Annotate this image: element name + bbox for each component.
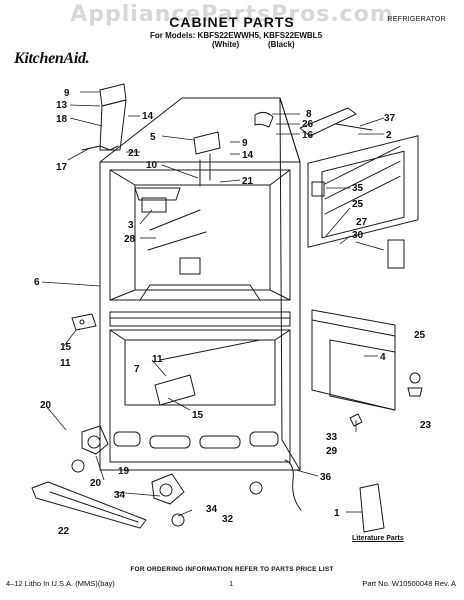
callout-label: 22 [58,526,70,537]
callout-label: 17 [56,162,68,173]
callout-label: 20 [90,478,102,489]
callout-label: 34 [206,504,218,515]
callout-label: 7 [134,364,140,375]
category-label: REFRIGERATOR [387,16,446,23]
callout-label: 26 [302,119,314,130]
callout-label: 21 [128,148,140,159]
callout-label: 30 [352,230,364,241]
callout-label: 11 [60,358,71,369]
callout-label: 21 [242,176,254,187]
watermark-text: AppliancePartsPros.com [70,2,394,27]
callout-label: 8 [306,109,312,120]
callout-label: 19 [118,466,130,477]
callout-label: 9 [242,138,248,149]
callout-label: 25 [414,330,426,341]
callout-label: 13 [56,100,68,111]
handle-part-2 [299,107,357,137]
callout-numbers: 9 13 14 18 17 21 5 9 14 10 3 28 21 8 26 … [34,88,432,537]
callout-label: 27 [356,217,368,228]
callout-label: 23 [420,420,432,431]
variant-black: (Black) [268,40,295,49]
callout-label: 1 [334,508,340,519]
page-title: CABINET PARTS [169,14,295,30]
callout-label: 18 [56,114,68,125]
callout-label: 14 [242,150,254,161]
literature-parts-label: Literature Parts [352,535,404,542]
light-housing-part-3 [141,197,167,213]
callout-label: 11 [152,354,163,365]
callout-label: 2 [386,130,392,141]
callout-label: 15 [60,342,72,353]
literature-book-part-1 [359,483,385,533]
callout-label: 15 [192,410,204,421]
ordering-note: FOR ORDERING INFORMATION REFER TO PARTS … [130,566,334,573]
roller-assembly-part-19 [81,425,109,455]
brand-logo: KitchenAid. [14,50,90,67]
variant-white: (White) [212,40,240,49]
callout-label: 25 [352,199,364,210]
models-line: For Models: KBFS22EWWH5, KBFS22EWBL5 [150,31,323,40]
footer-litho: 4–12 Litho In U.S.A. (MMS)(bay) [6,579,115,588]
callout-label: 34 [114,490,126,501]
hinge-part-5 [193,131,221,155]
callout-label: 28 [124,234,136,245]
callout-label: 37 [384,113,396,124]
cabinet-drawing [31,83,423,533]
callout-label: 3 [128,220,134,231]
callout-label: 16 [302,130,314,141]
callout-label: 9 [64,88,70,99]
footer-page-number: 1 [229,579,234,588]
callout-label: 20 [40,400,52,411]
top-hinge-part-13 [99,83,127,107]
toe-grille-part-22 [31,481,147,529]
callout-label: 36 [320,472,332,483]
callout-label: 14 [142,111,154,122]
callout-label: 6 [34,277,40,288]
callout-label: 32 [222,514,234,525]
callout-label: 5 [150,132,156,143]
footer-part-number: Part No. W10500048 Rev. A [362,579,456,588]
callout-label: 33 [326,432,338,443]
callout-label: 10 [146,160,158,171]
callout-label: 29 [326,446,338,457]
callout-label: 4 [380,352,386,363]
callout-label: 35 [352,183,364,194]
